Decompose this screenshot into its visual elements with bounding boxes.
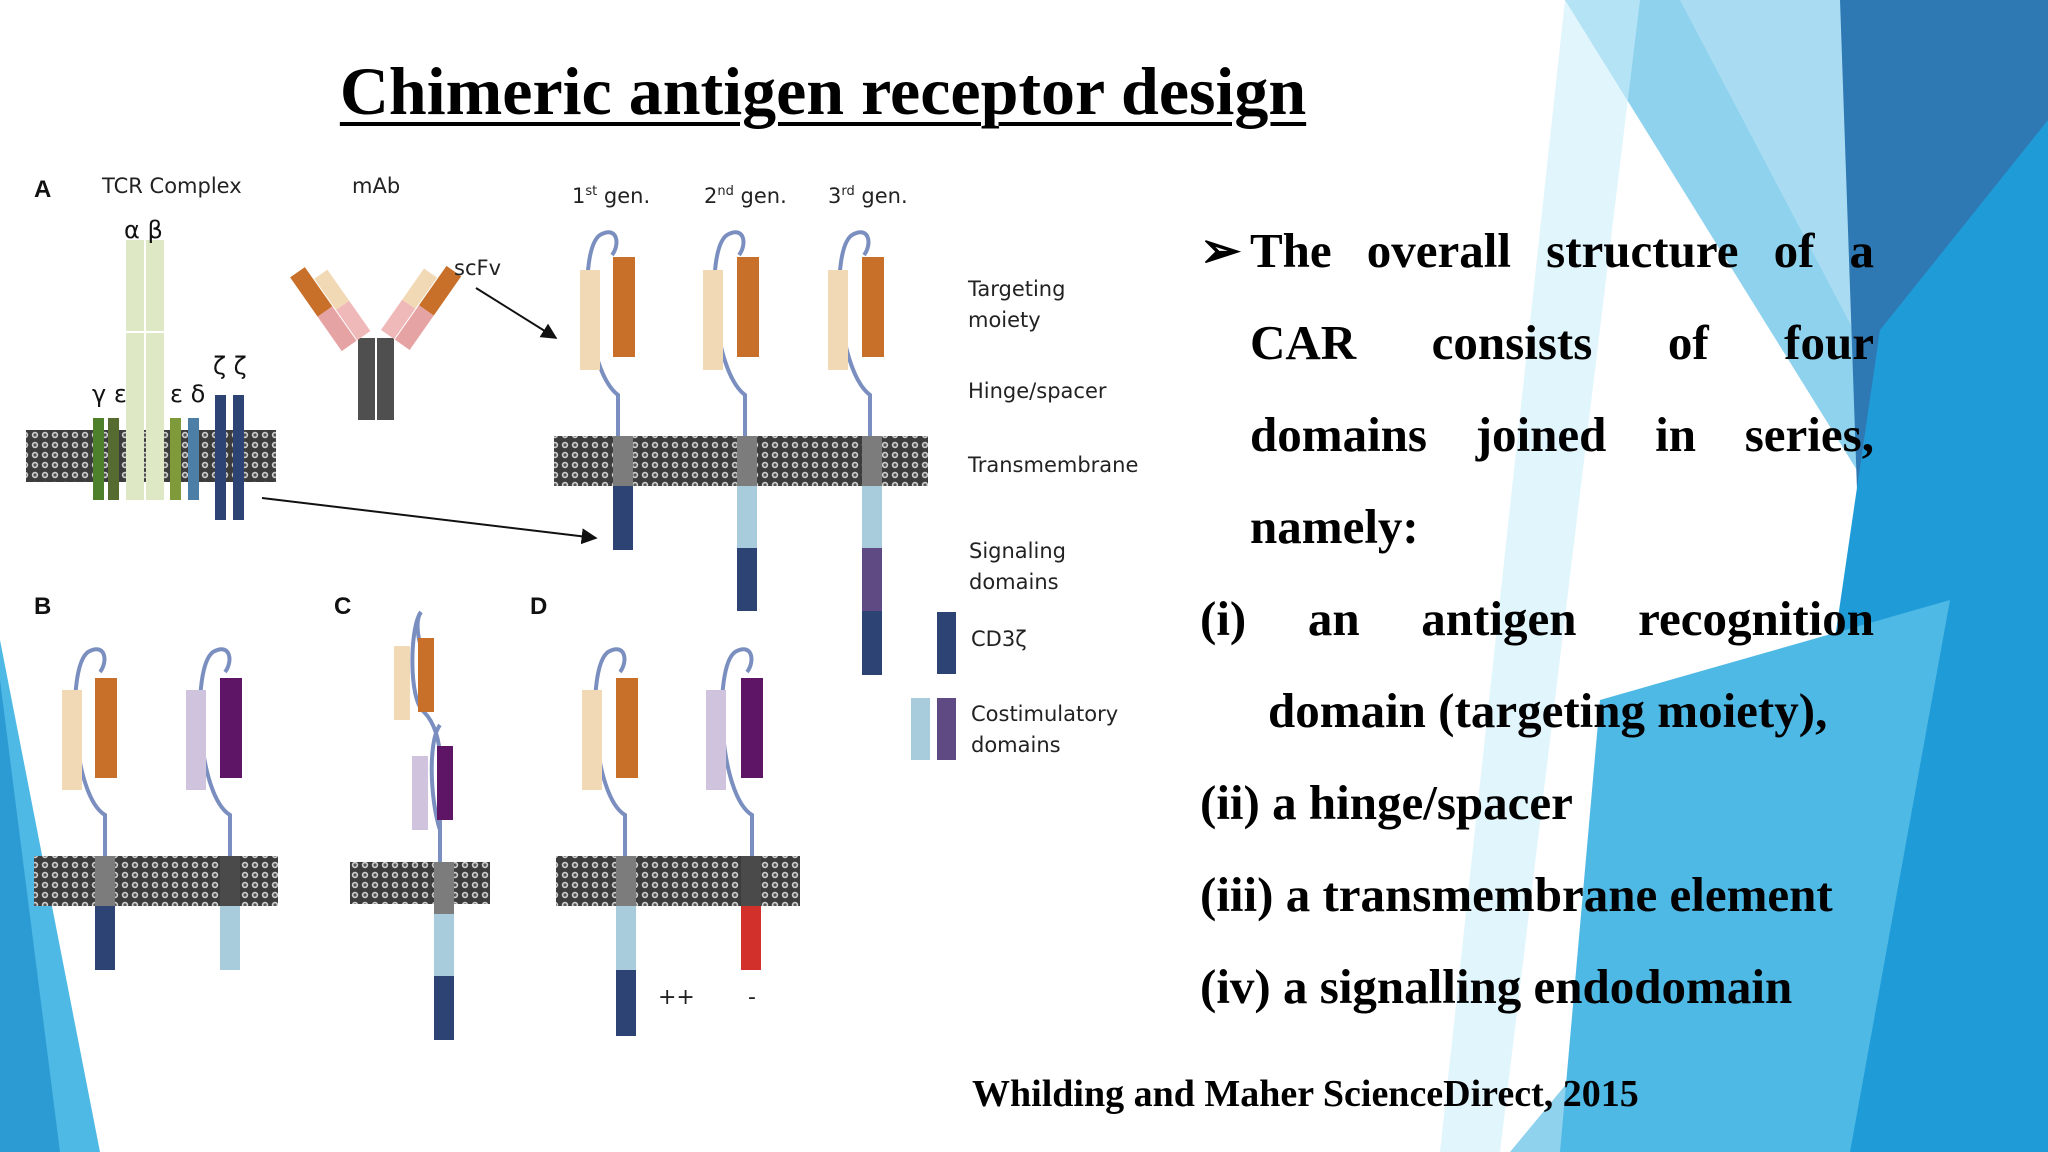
- signal-strong-mark: ++: [658, 985, 695, 1010]
- item-i-line-1: (i) an antigen recognition: [1200, 591, 1874, 646]
- third-gen-label: 3rd gen.: [828, 184, 908, 208]
- item-ii: (ii) a hinge/spacer: [1200, 775, 1573, 830]
- mab-label: mAb: [352, 174, 401, 198]
- car-third-generation: [828, 230, 884, 675]
- first-gen-label: 1st gen.: [572, 184, 651, 208]
- gamma-epsilon-label: γ ε: [92, 380, 127, 408]
- panel-label-d: D: [530, 593, 548, 620]
- panel-c-graphic: [350, 610, 490, 1040]
- panel-b-graphic: [34, 647, 278, 970]
- legend-cd3z: CD3ζ: [971, 627, 1027, 651]
- legend-costim-swatch-1: [911, 698, 930, 760]
- legend-transmembrane: Transmembrane: [968, 453, 1139, 477]
- text-line-3: domains joined in series,: [1250, 407, 1874, 462]
- panel-label-c: C: [334, 593, 352, 620]
- legend-hinge-spacer: Hinge/spacer: [968, 379, 1107, 403]
- panel-label-a: A: [34, 176, 52, 203]
- bullet-arrow-icon: ➢: [1200, 223, 1242, 278]
- text-line-2: CAR consists of four: [1250, 315, 1874, 370]
- antibody-graphic: [290, 265, 558, 420]
- slide-title: Chimeric antigen receptor design: [339, 53, 1307, 129]
- legend-signaling-domains: Signaling domains: [969, 539, 1066, 594]
- tcr-complex-graphic: [26, 240, 276, 520]
- citation: Whilding and Maher ScienceDirect, 2015: [972, 1073, 1639, 1115]
- item-iii: (iii) a transmembrane element: [1200, 867, 1833, 922]
- panel-d-graphic: [556, 647, 800, 1036]
- epsilon-delta-label: ε δ: [170, 380, 206, 408]
- text-line-1: The overall structure of a: [1250, 223, 1874, 278]
- legend-costim-swatch-2: [937, 698, 956, 760]
- legend-cd3z-swatch: [937, 612, 956, 674]
- scfv-label: scFv: [454, 256, 501, 280]
- second-gen-label: 2nd gen.: [704, 184, 787, 208]
- zeta-zeta-label: ζ ζ: [213, 352, 247, 380]
- legend-targeting-moiety: Targeting moiety: [968, 277, 1066, 332]
- panel-label-b: B: [34, 593, 52, 620]
- alpha-beta-label: α β: [124, 216, 163, 244]
- signal-absent-mark: -: [748, 985, 756, 1010]
- car-second-generation: [703, 230, 759, 611]
- text-line-4: namely:: [1250, 499, 1419, 554]
- item-i-line-2: domain (targeting moiety),: [1268, 683, 1828, 738]
- tcr-complex-label: TCR Complex: [102, 174, 242, 198]
- legend-costimulatory-domains: Costimulatory domains: [971, 702, 1119, 757]
- item-iv: (iv) a signalling endodomain: [1200, 959, 1793, 1014]
- car-first-generation: [580, 230, 635, 550]
